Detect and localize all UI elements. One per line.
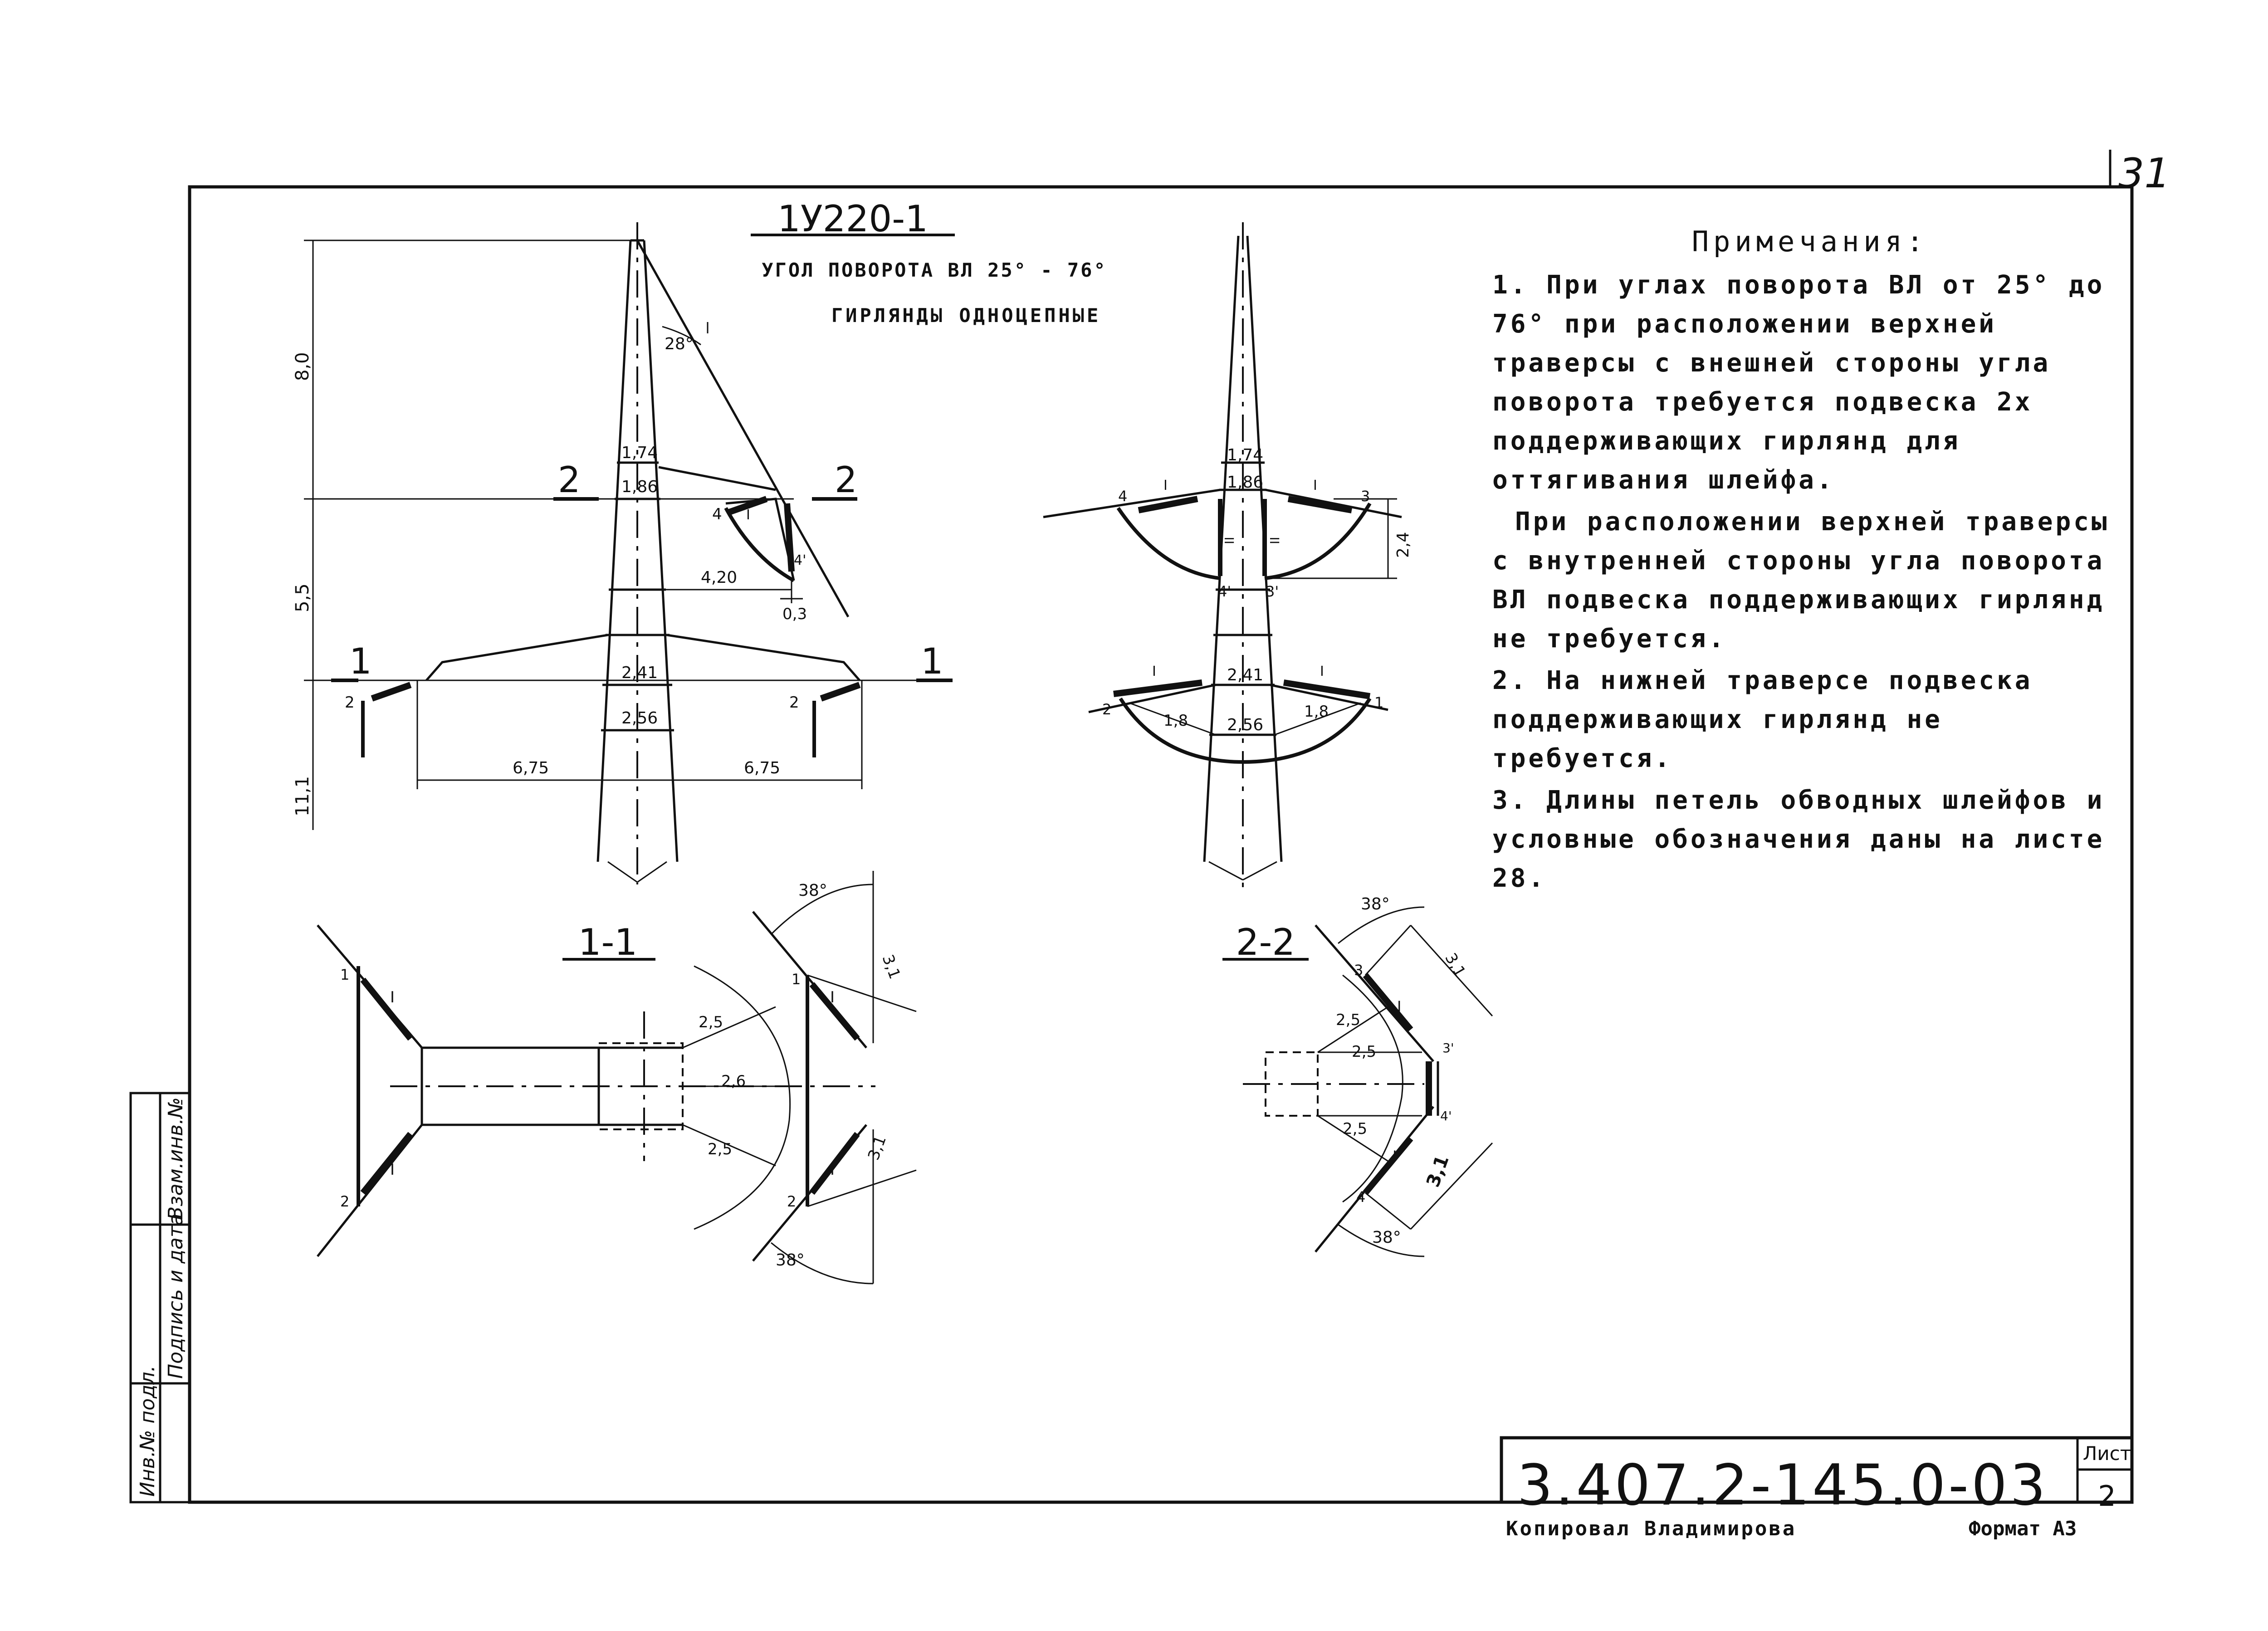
mark-2-sec11-right: 2 xyxy=(787,1193,796,1210)
mark-4p-left-tower: 4' xyxy=(794,552,806,568)
sheet-number: 2 xyxy=(2098,1480,2116,1513)
section-mark-2-right: 2 xyxy=(835,460,857,501)
mark-I-rt-1: I xyxy=(1163,478,1168,493)
mark-I-rt-4: I xyxy=(1320,664,1324,679)
title-line1: УГОЛ ПОВОРОТА ВЛ 25° - 76° xyxy=(762,259,1107,281)
dim-186-left: 1,86 xyxy=(621,478,658,496)
mark-3-sec22: 3 xyxy=(1354,962,1363,979)
dim-186-right: 1,86 xyxy=(1227,473,1263,492)
mark-4p-right-tower: 4' xyxy=(1218,583,1231,600)
sheet-label: Лист xyxy=(2082,1442,2131,1465)
mark-2-right-lower: 2 xyxy=(1102,701,1111,718)
document-code: 3.407.2-145.0-03 xyxy=(1517,1453,2048,1518)
mark-2-sec11: 2 xyxy=(340,1193,349,1210)
dim-241-left: 2,41 xyxy=(621,664,658,682)
sheet-frame xyxy=(188,185,2134,1504)
dim-174-right: 1,74 xyxy=(1227,446,1263,464)
mark-I-left-tower: I xyxy=(746,507,750,523)
tower-left xyxy=(304,222,953,884)
dim-31-bot-11: 3,1 xyxy=(865,1133,890,1162)
mark-I-rt-2: I xyxy=(1313,478,1317,493)
dim-256-left: 2,56 xyxy=(621,709,658,728)
angle-38-bot-11: 38° xyxy=(776,1251,805,1270)
dim-256-right: 2,56 xyxy=(1227,716,1263,734)
dim-174-left: 1,74 xyxy=(621,444,658,462)
dim-241-right: 2,41 xyxy=(1227,666,1263,684)
format-label: Формат А3 xyxy=(1969,1517,2077,1540)
mark-I-sec22-2: I xyxy=(1393,1148,1397,1165)
mark-4-right-tower: 4 xyxy=(1118,488,1127,505)
notes-block: Примечания: 1. При углах поворота ВЛ от … xyxy=(1492,222,2127,901)
dim-420: 4,20 xyxy=(701,568,737,587)
mark-I-sec11-2: I xyxy=(390,1161,395,1179)
title-line2: ГИРЛЯНДЫ ОДНОЦЕПНЫЕ xyxy=(831,304,1101,327)
dim-675-right: 6,75 xyxy=(744,759,780,777)
notes-heading: Примечания: xyxy=(1691,225,1928,258)
dim-25-22-c: 2,5 xyxy=(1343,1120,1367,1138)
note-3: 3. Длины петель обводных шлейфов и услов… xyxy=(1492,786,2105,893)
angle-38-top-11: 38° xyxy=(798,881,827,900)
mark-3-right-tower: 3 xyxy=(1361,488,1370,505)
side-replaced-inv: Взам.инв.№ xyxy=(164,1097,187,1220)
title-code: 1У220-1 xyxy=(777,198,928,240)
section-mark-2-left: 2 xyxy=(558,460,581,501)
note-1b: При расположении верхней траверсы с внут… xyxy=(1492,507,2110,654)
mark-I-sec22-1: I xyxy=(1397,998,1401,1015)
angle-38-bot-22: 38° xyxy=(1372,1228,1401,1247)
section-2-2 xyxy=(1222,906,1493,1257)
copied-by: Копировал Владимирова xyxy=(1506,1517,1797,1540)
dim-03: 0,3 xyxy=(782,605,807,623)
section-title-2-2: 2-2 xyxy=(1236,921,1295,963)
binding-strip xyxy=(129,1092,191,1504)
mark-1-right-lower: 1 xyxy=(1374,694,1383,711)
note-2: 2. На нижней траверсе подвеска поддержив… xyxy=(1492,666,2033,773)
dim-h-bot: 11,1 xyxy=(292,776,313,816)
mark-3p-sec22: 3' xyxy=(1442,1040,1454,1055)
dim-675-left: 6,75 xyxy=(513,759,549,777)
mark-I-sec11-1: I xyxy=(390,988,395,1006)
dim-h-top: 8,0 xyxy=(292,352,313,381)
mark-I-sec11-4: I xyxy=(830,1161,835,1179)
dim-24: 2,4 xyxy=(1394,532,1413,558)
tower-right xyxy=(1043,222,1402,889)
mark-4p-sec22: 4' xyxy=(1440,1108,1452,1123)
dim-25-22-a: 2,5 xyxy=(1336,1011,1360,1029)
dim-26: 2,6 xyxy=(721,1072,746,1090)
dim-18-left: 1,8 xyxy=(1163,712,1188,730)
mark-I-sec11-3: I xyxy=(830,988,835,1006)
side-inv-no: Инв.№ подл. xyxy=(136,1365,159,1497)
dim-h-mid: 5,5 xyxy=(292,583,313,612)
dim-31-top-22: 3,1 xyxy=(1441,950,1469,981)
mark-4-sec22: 4 xyxy=(1356,1188,1365,1206)
section-1-1 xyxy=(317,871,917,1284)
note-1: 1. При углах поворота ВЛ от 25° до 76° п… xyxy=(1492,270,2105,495)
angle-38-top-22: 38° xyxy=(1361,895,1390,913)
mark-2-cross-right: 2 xyxy=(789,693,799,712)
dim-25-b: 2,5 xyxy=(708,1140,732,1158)
dim-25-a: 2,5 xyxy=(699,1013,723,1031)
dim-25-22-b: 2,5 xyxy=(1352,1043,1376,1061)
mark-4-left-tower: 4 xyxy=(712,505,722,523)
angle-28: 28° xyxy=(665,335,694,353)
dim-31-top-11: 3,1 xyxy=(879,952,904,981)
mark-I-rt-3: I xyxy=(1152,664,1156,679)
section-title-1-1: 1-1 xyxy=(578,921,638,963)
page-number: 31 xyxy=(2118,150,2170,197)
dim-18-right: 1,8 xyxy=(1304,703,1329,721)
section-mark-1-left: 1 xyxy=(349,641,372,682)
dim-31-bot-22: 3,1 xyxy=(1422,1152,1453,1190)
side-signature-date: Подпись и дата xyxy=(164,1213,187,1379)
mark-3p-right-tower: 3' xyxy=(1266,583,1279,600)
mark-1-sec11-right: 1 xyxy=(792,971,801,988)
mark-II-rt-1: II xyxy=(1222,537,1237,544)
section-mark-1-right: 1 xyxy=(921,641,943,682)
mark-2-cross-left: 2 xyxy=(345,693,355,712)
mark-1-sec11: 1 xyxy=(340,966,349,983)
title-block xyxy=(1500,1436,2134,1504)
mark-II-rt-2: II xyxy=(1267,537,1282,544)
